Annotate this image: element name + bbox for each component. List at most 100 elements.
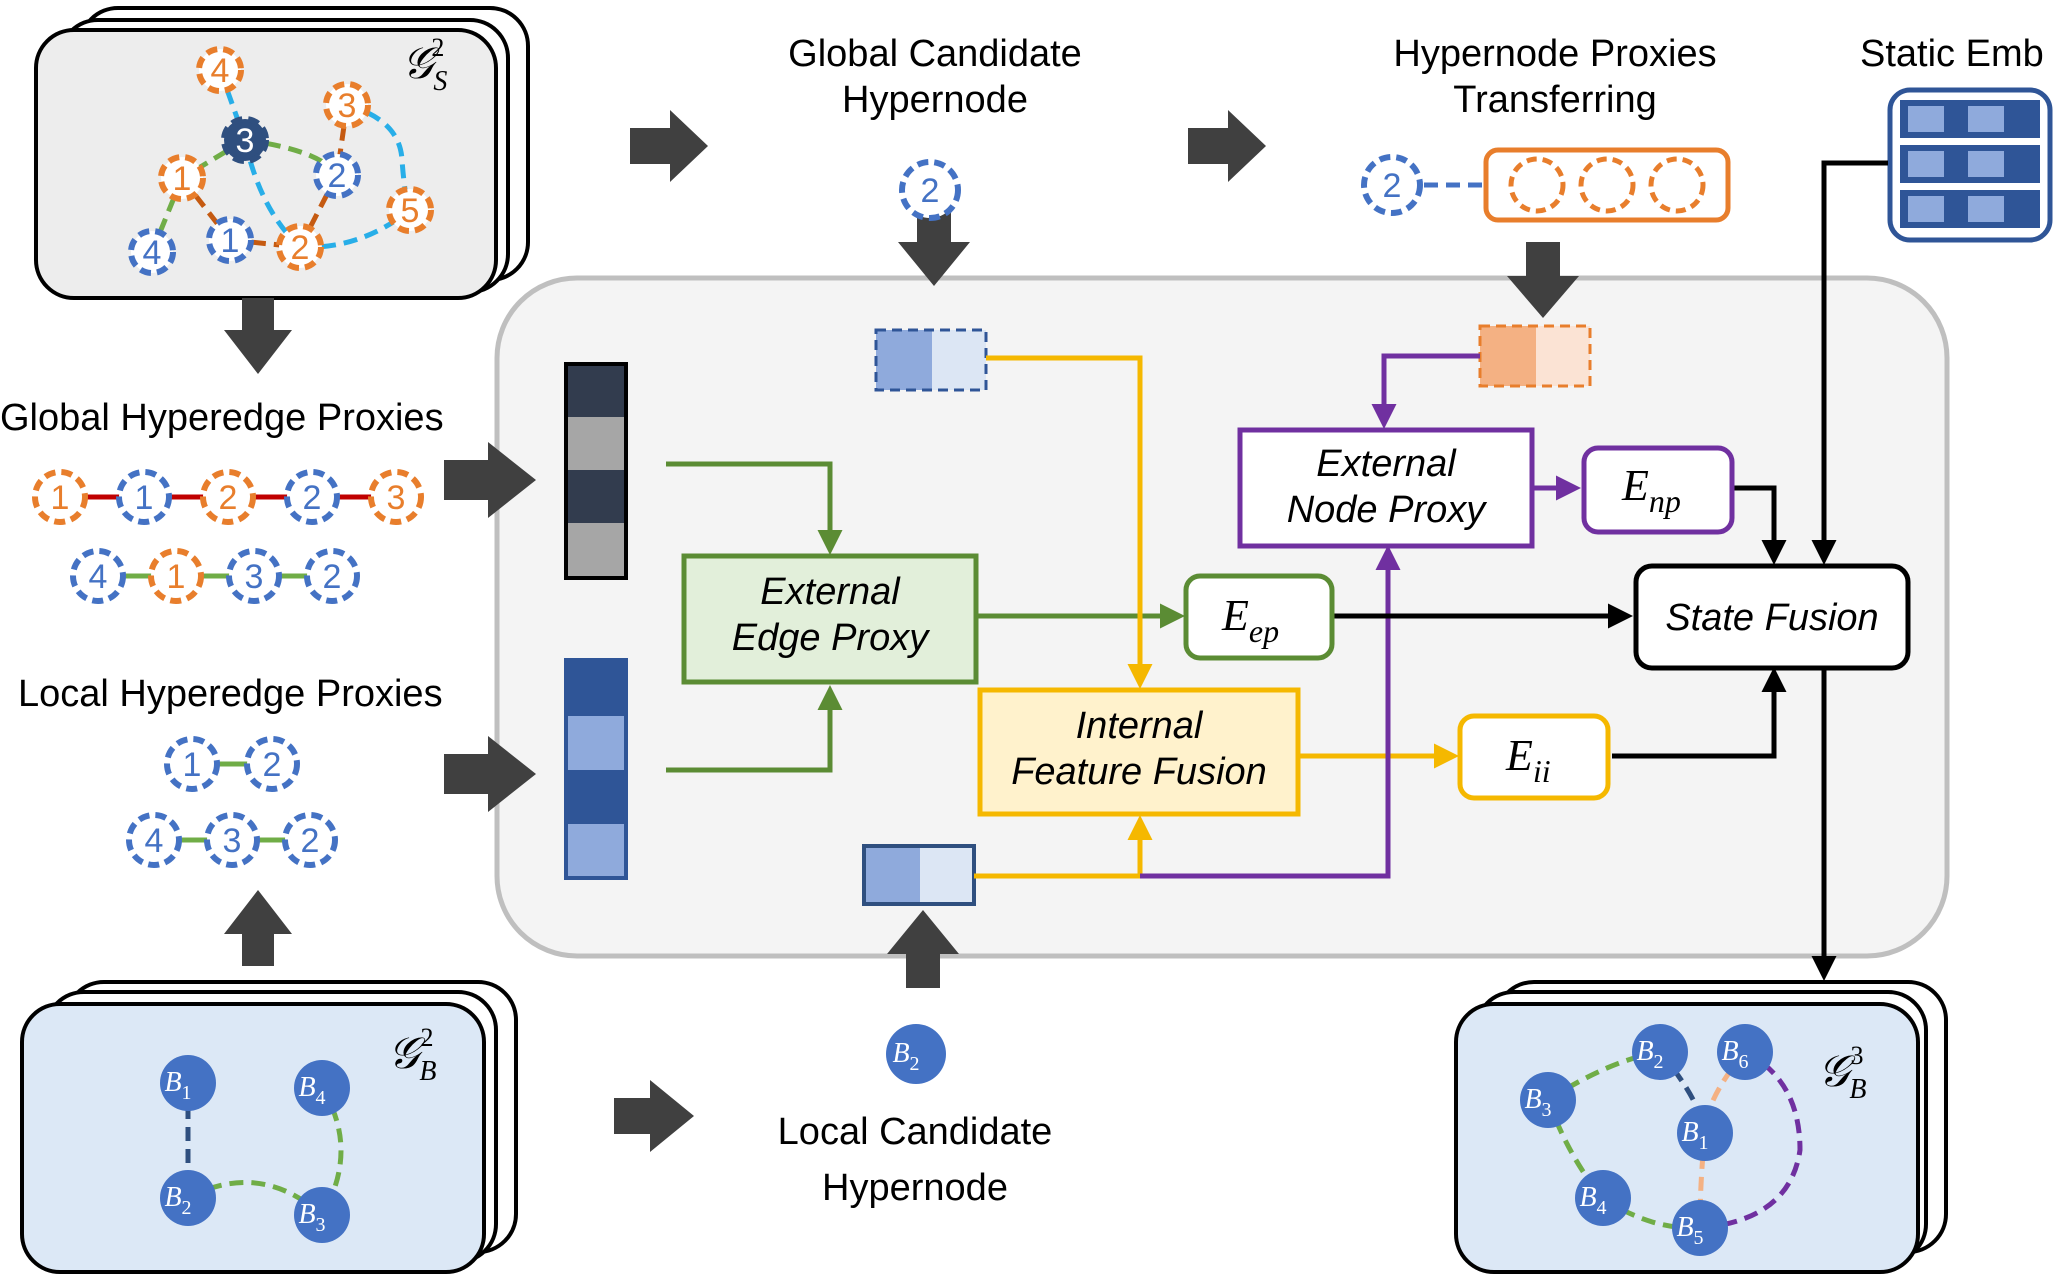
external-node-line1: External xyxy=(1316,443,1457,485)
gs-node-6: 4 xyxy=(128,228,176,276)
gb3-node-3: B1 xyxy=(1677,1105,1733,1161)
local-candidate-b-sub: 2 xyxy=(910,1053,920,1075)
gb3-node-4-sub: 4 xyxy=(1597,1197,1607,1219)
static-embedding-block xyxy=(1887,87,2053,243)
gs-node-3-label: 1 xyxy=(173,160,192,198)
e-ii-sub: ii xyxy=(1533,753,1551,789)
svg-text:B5: B5 xyxy=(1676,1212,1703,1249)
e-np-box: Enp xyxy=(1581,445,1735,535)
global-proxy-embedding xyxy=(564,362,628,580)
local-row2-node-2-label: 2 xyxy=(301,822,320,860)
global-row2-node-1: 1 xyxy=(148,548,204,604)
gb3-node-1-main: B xyxy=(1721,1036,1738,1067)
gb3-node-3-main: B xyxy=(1681,1117,1698,1148)
external-node-line2: Node Proxy xyxy=(1287,489,1488,531)
proxy-transfer-group xyxy=(1424,147,1731,223)
local-row2-node-2: 2 xyxy=(282,812,338,868)
global-row1-node-0: 1 xyxy=(32,469,88,525)
gb3-node-0-main: B xyxy=(1636,1036,1653,1067)
global-row2-node-0: 4 xyxy=(70,548,126,604)
gb2-node-0-main: B xyxy=(164,1067,181,1098)
gb3-node-4: B4 xyxy=(1575,1170,1631,1226)
external-edge-line1: External xyxy=(760,571,901,613)
gs-node-5-label: 5 xyxy=(401,192,420,230)
svg-text:B1: B1 xyxy=(1681,1117,1708,1154)
svg-text:B6: B6 xyxy=(1721,1036,1748,1073)
gb2-node-0-sub: 1 xyxy=(182,1082,192,1104)
svg-text:Eii: Eii xyxy=(1505,731,1551,789)
global-row1-node-0-label: 1 xyxy=(51,479,70,517)
global-hyperedge-label: Global Hyperedge Proxies xyxy=(0,397,444,439)
global-row2-node-1-label: 1 xyxy=(167,558,186,596)
gb3-node-1-sub: 6 xyxy=(1739,1051,1749,1073)
gb3-node-2-sub: 3 xyxy=(1542,1099,1552,1121)
local-candidate-b-main: B xyxy=(892,1038,909,1069)
global-candidate-node: 2 xyxy=(899,159,961,221)
gs-node-1: 3 xyxy=(221,116,269,164)
gs-node-7: 1 xyxy=(206,216,254,264)
local-row1-node-1-label: 2 xyxy=(263,746,282,784)
flow-arrows xyxy=(224,110,1579,1152)
gs2-sup: 2 xyxy=(431,33,444,62)
svg-text:B2: B2 xyxy=(1636,1036,1663,1073)
gb2-sub: B xyxy=(419,1056,436,1087)
global-row1-node-3-label: 2 xyxy=(303,479,322,517)
gs-node-6-label: 4 xyxy=(143,234,162,272)
gs-node-4: 2 xyxy=(313,151,361,199)
local-row1-node-0: 1 xyxy=(164,736,220,792)
gb2-node-1-sub: 4 xyxy=(316,1087,326,1109)
gb2-node-3-main: B xyxy=(298,1199,315,1230)
svg-text:B4: B4 xyxy=(298,1072,325,1109)
gb2-label: 𝒢B2 xyxy=(388,1023,436,1087)
e-ep-box: Eep xyxy=(1183,573,1335,661)
global-row2-node-3: 2 xyxy=(304,548,360,604)
gs-node-4-label: 2 xyxy=(328,157,347,195)
gs-node-2-label: 3 xyxy=(338,87,357,125)
gb2-node-3: B3 xyxy=(294,1187,350,1243)
local-hyperedge-label: Local Hyperedge Proxies xyxy=(18,673,443,715)
static-emb-label: Static Emb xyxy=(1860,33,2044,75)
gb3-node-5-main: B xyxy=(1676,1212,1693,1243)
svg-text:Eep: Eep xyxy=(1221,591,1279,649)
local-row1-node-1: 2 xyxy=(244,736,300,792)
svg-text:B1: B1 xyxy=(164,1067,191,1104)
local-row2-node-0: 4 xyxy=(126,812,182,868)
gb3-sup: 3 xyxy=(1850,1041,1863,1070)
gb3-node-5: B5 xyxy=(1672,1200,1728,1256)
global-row1-node-3: 2 xyxy=(284,469,340,525)
global-row1-node-4: 3 xyxy=(368,469,424,525)
gs-node-5: 5 xyxy=(386,186,434,234)
gs2-sub: S xyxy=(433,66,447,97)
local-candidate-b: B2 xyxy=(886,1024,946,1084)
gb2-node-1-main: B xyxy=(298,1072,315,1103)
local-row2-node-1: 3 xyxy=(204,812,260,868)
gb2-node-0: B1 xyxy=(160,1055,216,1111)
local-row2-node-0-label: 4 xyxy=(145,822,164,860)
gb3-label: 𝒢B3 xyxy=(1818,1041,1866,1105)
proxy-transfer-embedding xyxy=(1478,324,1592,388)
gb3-node-4-main: B xyxy=(1579,1182,1596,1213)
gb3-node-1: B6 xyxy=(1717,1024,1773,1080)
gs-node-7-label: 1 xyxy=(221,222,240,260)
global-candidate-circle-label: 2 xyxy=(921,172,940,210)
local-row1-node-0-label: 1 xyxy=(183,746,202,784)
e-ii-main: E xyxy=(1505,731,1533,780)
external-edge-line2: Edge Proxy xyxy=(732,617,930,659)
internal-fusion-line2: Feature Fusion xyxy=(1011,751,1267,793)
gb2-node-2-sub: 2 xyxy=(182,1197,192,1219)
proxy-source-node-label: 2 xyxy=(1383,167,1402,205)
gb3-node-0-sub: 2 xyxy=(1654,1051,1664,1073)
svg-text:Enp: Enp xyxy=(1621,461,1681,519)
e-ep-sub: ep xyxy=(1249,613,1279,649)
svg-text:B2: B2 xyxy=(164,1182,191,1219)
gs-node-1-label: 3 xyxy=(236,122,255,160)
